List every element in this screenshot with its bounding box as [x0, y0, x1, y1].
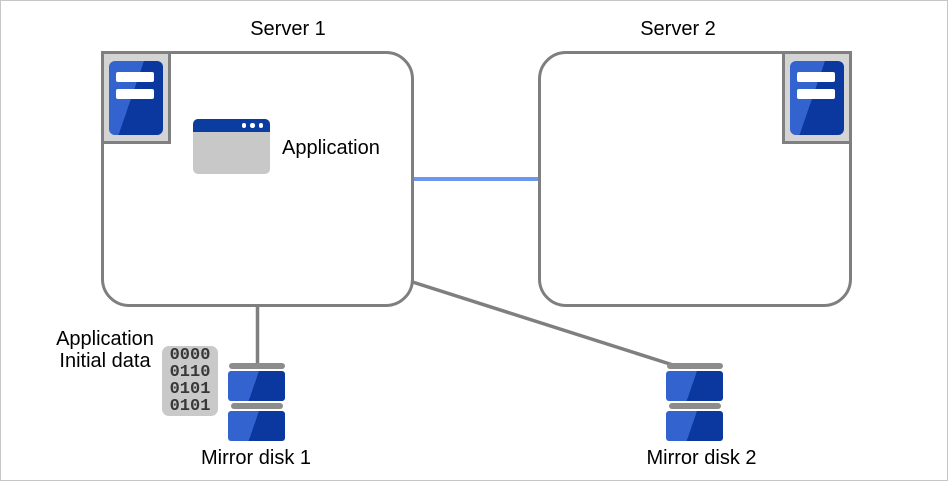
- server2-title: Server 2: [640, 18, 716, 40]
- server1-host-frame: [101, 51, 171, 144]
- server-slot-icon: [116, 72, 154, 82]
- disk-platter-icon: [666, 371, 723, 401]
- app-window-titlebar: [193, 119, 270, 132]
- mirror-disk2-icon: [666, 363, 723, 441]
- binary-row: 0101: [169, 397, 211, 416]
- server-slot-icon: [116, 89, 154, 99]
- window-dot-icon: [241, 123, 246, 128]
- disk-platter-icon: [228, 411, 285, 441]
- application-label: Application: [282, 137, 380, 159]
- disk-cap-icon: [230, 403, 283, 409]
- mirror-disk2-label: Mirror disk 2: [646, 447, 757, 469]
- server-slot-icon: [797, 89, 835, 99]
- server2-host-frame: [782, 51, 852, 144]
- server1-disk2-link-line: [410, 280, 675, 367]
- server1-title: Server 1: [250, 18, 326, 40]
- disk-platter-icon: [666, 411, 723, 441]
- window-dot-icon: [250, 123, 255, 128]
- disk-cap-icon: [666, 363, 723, 369]
- app-initial-data-line1: Application: [56, 328, 154, 350]
- disk-platter-icon: [228, 371, 285, 401]
- app-window-icon: [193, 119, 270, 174]
- server-tower-icon: [109, 61, 163, 135]
- app-initial-data-label: Application Initial data: [37, 328, 173, 372]
- binary-row: 0101: [169, 380, 211, 399]
- server-tower-icon: [790, 61, 844, 135]
- mirror-disk1-icon: [228, 363, 285, 441]
- mirror-disk1-label: Mirror disk 1: [200, 447, 311, 469]
- app-initial-data-line2: Initial data: [59, 350, 151, 372]
- binary-data-icon: 0000 0110 0101 0101: [162, 346, 218, 416]
- binary-row: 0110: [169, 363, 211, 382]
- disk-cap-icon: [668, 403, 721, 409]
- window-dot-icon: [258, 123, 263, 128]
- disk-cap-icon: [228, 363, 285, 369]
- binary-row: 0000: [169, 346, 211, 365]
- server-slot-icon: [797, 72, 835, 82]
